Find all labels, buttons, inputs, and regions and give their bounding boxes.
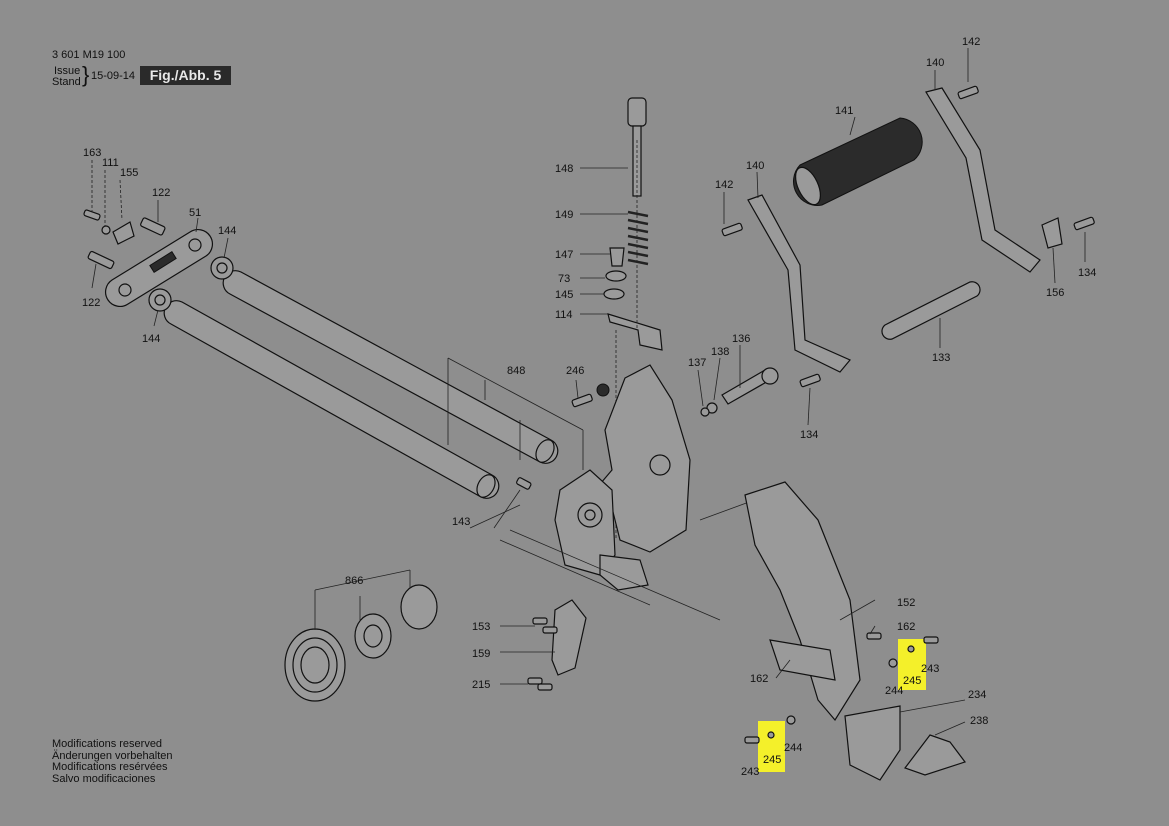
label-51: 51 [189,207,201,219]
leader-lines [91,48,1086,736]
label-148: 148 [555,163,573,175]
label-140: 140 [746,160,764,172]
label-149: 149 [555,209,573,221]
main-bracket [554,364,691,591]
handle-grip-141 [793,117,923,206]
label-243: 243 [921,663,939,675]
label-140: 140 [926,57,944,69]
label-134: 134 [1078,267,1096,279]
torsion-spring-866 [284,569,438,702]
note-line: Änderungen vorbehalten [52,749,173,762]
label-122: 122 [152,187,170,199]
star-knob-upper [210,256,234,280]
note-line: Salvo modificaciones [52,772,156,785]
label-163: 163 [83,147,101,159]
issue-label: Issue [54,65,81,77]
label-159: 159 [472,648,490,660]
screw-246 [571,393,593,408]
assembly-lines [469,497,761,621]
label-153: 153 [472,621,490,633]
label-134: 134 [800,429,818,441]
highlight-box-bottom [758,721,785,772]
label-162: 162 [750,673,768,685]
label-866: 866 [345,575,363,587]
label-143: 143 [452,516,470,528]
pin-143 [516,477,532,490]
handle-arm-right [925,87,1041,273]
brace-icon: } [82,62,90,87]
note-line: Modifications reserved [52,738,163,750]
part-labels: 142 140 141 140 142 134 156 133 134 148 … [82,36,1096,778]
label-243: 243 [741,766,759,778]
label-234: 234 [968,689,986,701]
label-141: 141 [835,105,853,117]
figure-badge: Fig./Abb. 5 [140,66,231,85]
clamp-plate [105,228,213,308]
label-152: 152 [897,597,915,609]
label-155: 155 [120,167,138,179]
guard-plate-234 [844,705,901,781]
label-111: 111 [102,157,119,169]
label-244: 244 [885,685,903,697]
handle-arm-left [747,194,851,373]
modification-notes: Modifications reserved Änderungen vorbeh… [52,738,173,785]
label-246: 246 [566,365,584,377]
label-73: 73 [558,273,570,285]
label-142: 142 [962,36,980,48]
label-848: 848 [507,365,525,377]
small-parts-right [721,85,1095,388]
stand-label: Stand [52,76,81,88]
label-144: 144 [142,333,160,345]
label-162: 162 [897,621,915,633]
label-156: 156 [1046,287,1064,299]
label-215: 215 [472,679,490,691]
label-238: 238 [970,715,988,727]
star-knob-lower [148,288,172,312]
label-114: 114 [555,309,573,321]
dust-chute [744,481,861,722]
note-line: Modifications resérvées [52,761,168,773]
label-142: 142 [715,179,733,191]
label-244: 244 [784,742,802,754]
label-133: 133 [932,352,950,364]
label-122: 122 [82,297,100,309]
label-138: 138 [711,346,729,358]
part-number: 3 601 M19 100 [52,49,126,61]
label-245: 245 [903,675,921,687]
issue-date: 15-09-14 [91,70,136,82]
label-147: 147 [555,249,573,261]
small-screws-chute [744,632,939,744]
bracket-848 [447,357,584,470]
spring-149 [627,210,649,266]
label-245: 245 [763,754,781,766]
rod-133 [881,281,981,340]
small-stack [603,140,663,540]
label-144: 144 [218,225,236,237]
pin-136 [700,367,779,417]
label-145: 145 [555,289,573,301]
label-137: 137 [688,357,706,369]
small-parts-left [83,160,166,270]
bracket-159 [527,599,587,691]
guard-plate-238 [904,734,966,776]
label-136: 136 [732,333,750,345]
